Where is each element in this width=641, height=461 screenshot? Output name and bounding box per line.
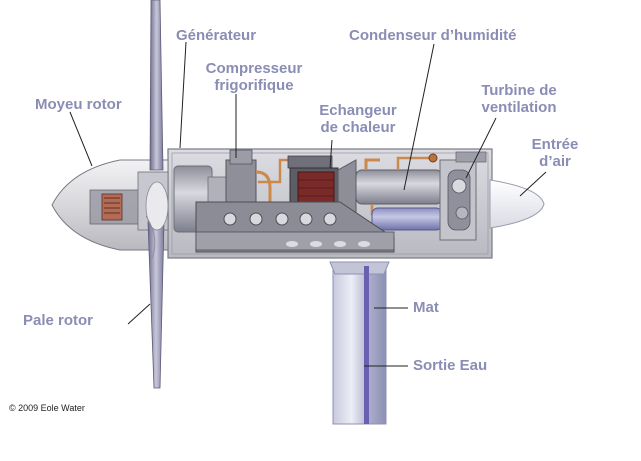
- copyright-notice: © 2009 Eole Water: [9, 403, 85, 413]
- air-inlet-cone: [489, 179, 545, 229]
- label-entree-line1: Entrée: [531, 136, 579, 153]
- label-turbine-line1: Turbine de: [481, 82, 557, 99]
- humidity-condenser: [355, 169, 443, 205]
- label-generateur: Générateur: [176, 27, 257, 44]
- tower: [329, 261, 390, 425]
- label-compresseur: Compresseur frigorifique: [194, 60, 314, 94]
- label-entree-line2: d’air: [539, 153, 571, 170]
- label-compresseur-line2: frigorifique: [214, 77, 294, 94]
- water-outlet-pipe: [364, 266, 369, 424]
- label-echangeur: Echangeur de chaleur: [302, 102, 414, 136]
- label-compresseur-line1: Compresseur: [205, 60, 303, 77]
- label-entree: Entrée d’air: [518, 136, 592, 170]
- label-echangeur-line2: de chaleur: [320, 119, 396, 136]
- rotor-blades: [145, 0, 169, 389]
- label-turbine-line2: ventilation: [481, 99, 557, 116]
- label-turbine: Turbine de ventilation: [463, 82, 575, 116]
- label-pale-rotor: Pale rotor: [23, 312, 94, 329]
- label-condenseur: Condenseur d’humidité: [349, 27, 517, 44]
- compressor: [225, 159, 257, 207]
- label-echangeur-line1: Echangeur: [319, 102, 397, 119]
- label-sortie-eau: Sortie Eau: [413, 357, 488, 374]
- label-mat: Mat: [413, 299, 439, 316]
- leader-lines: [69, 41, 547, 367]
- label-moyeu-rotor: Moyeu rotor: [35, 96, 122, 113]
